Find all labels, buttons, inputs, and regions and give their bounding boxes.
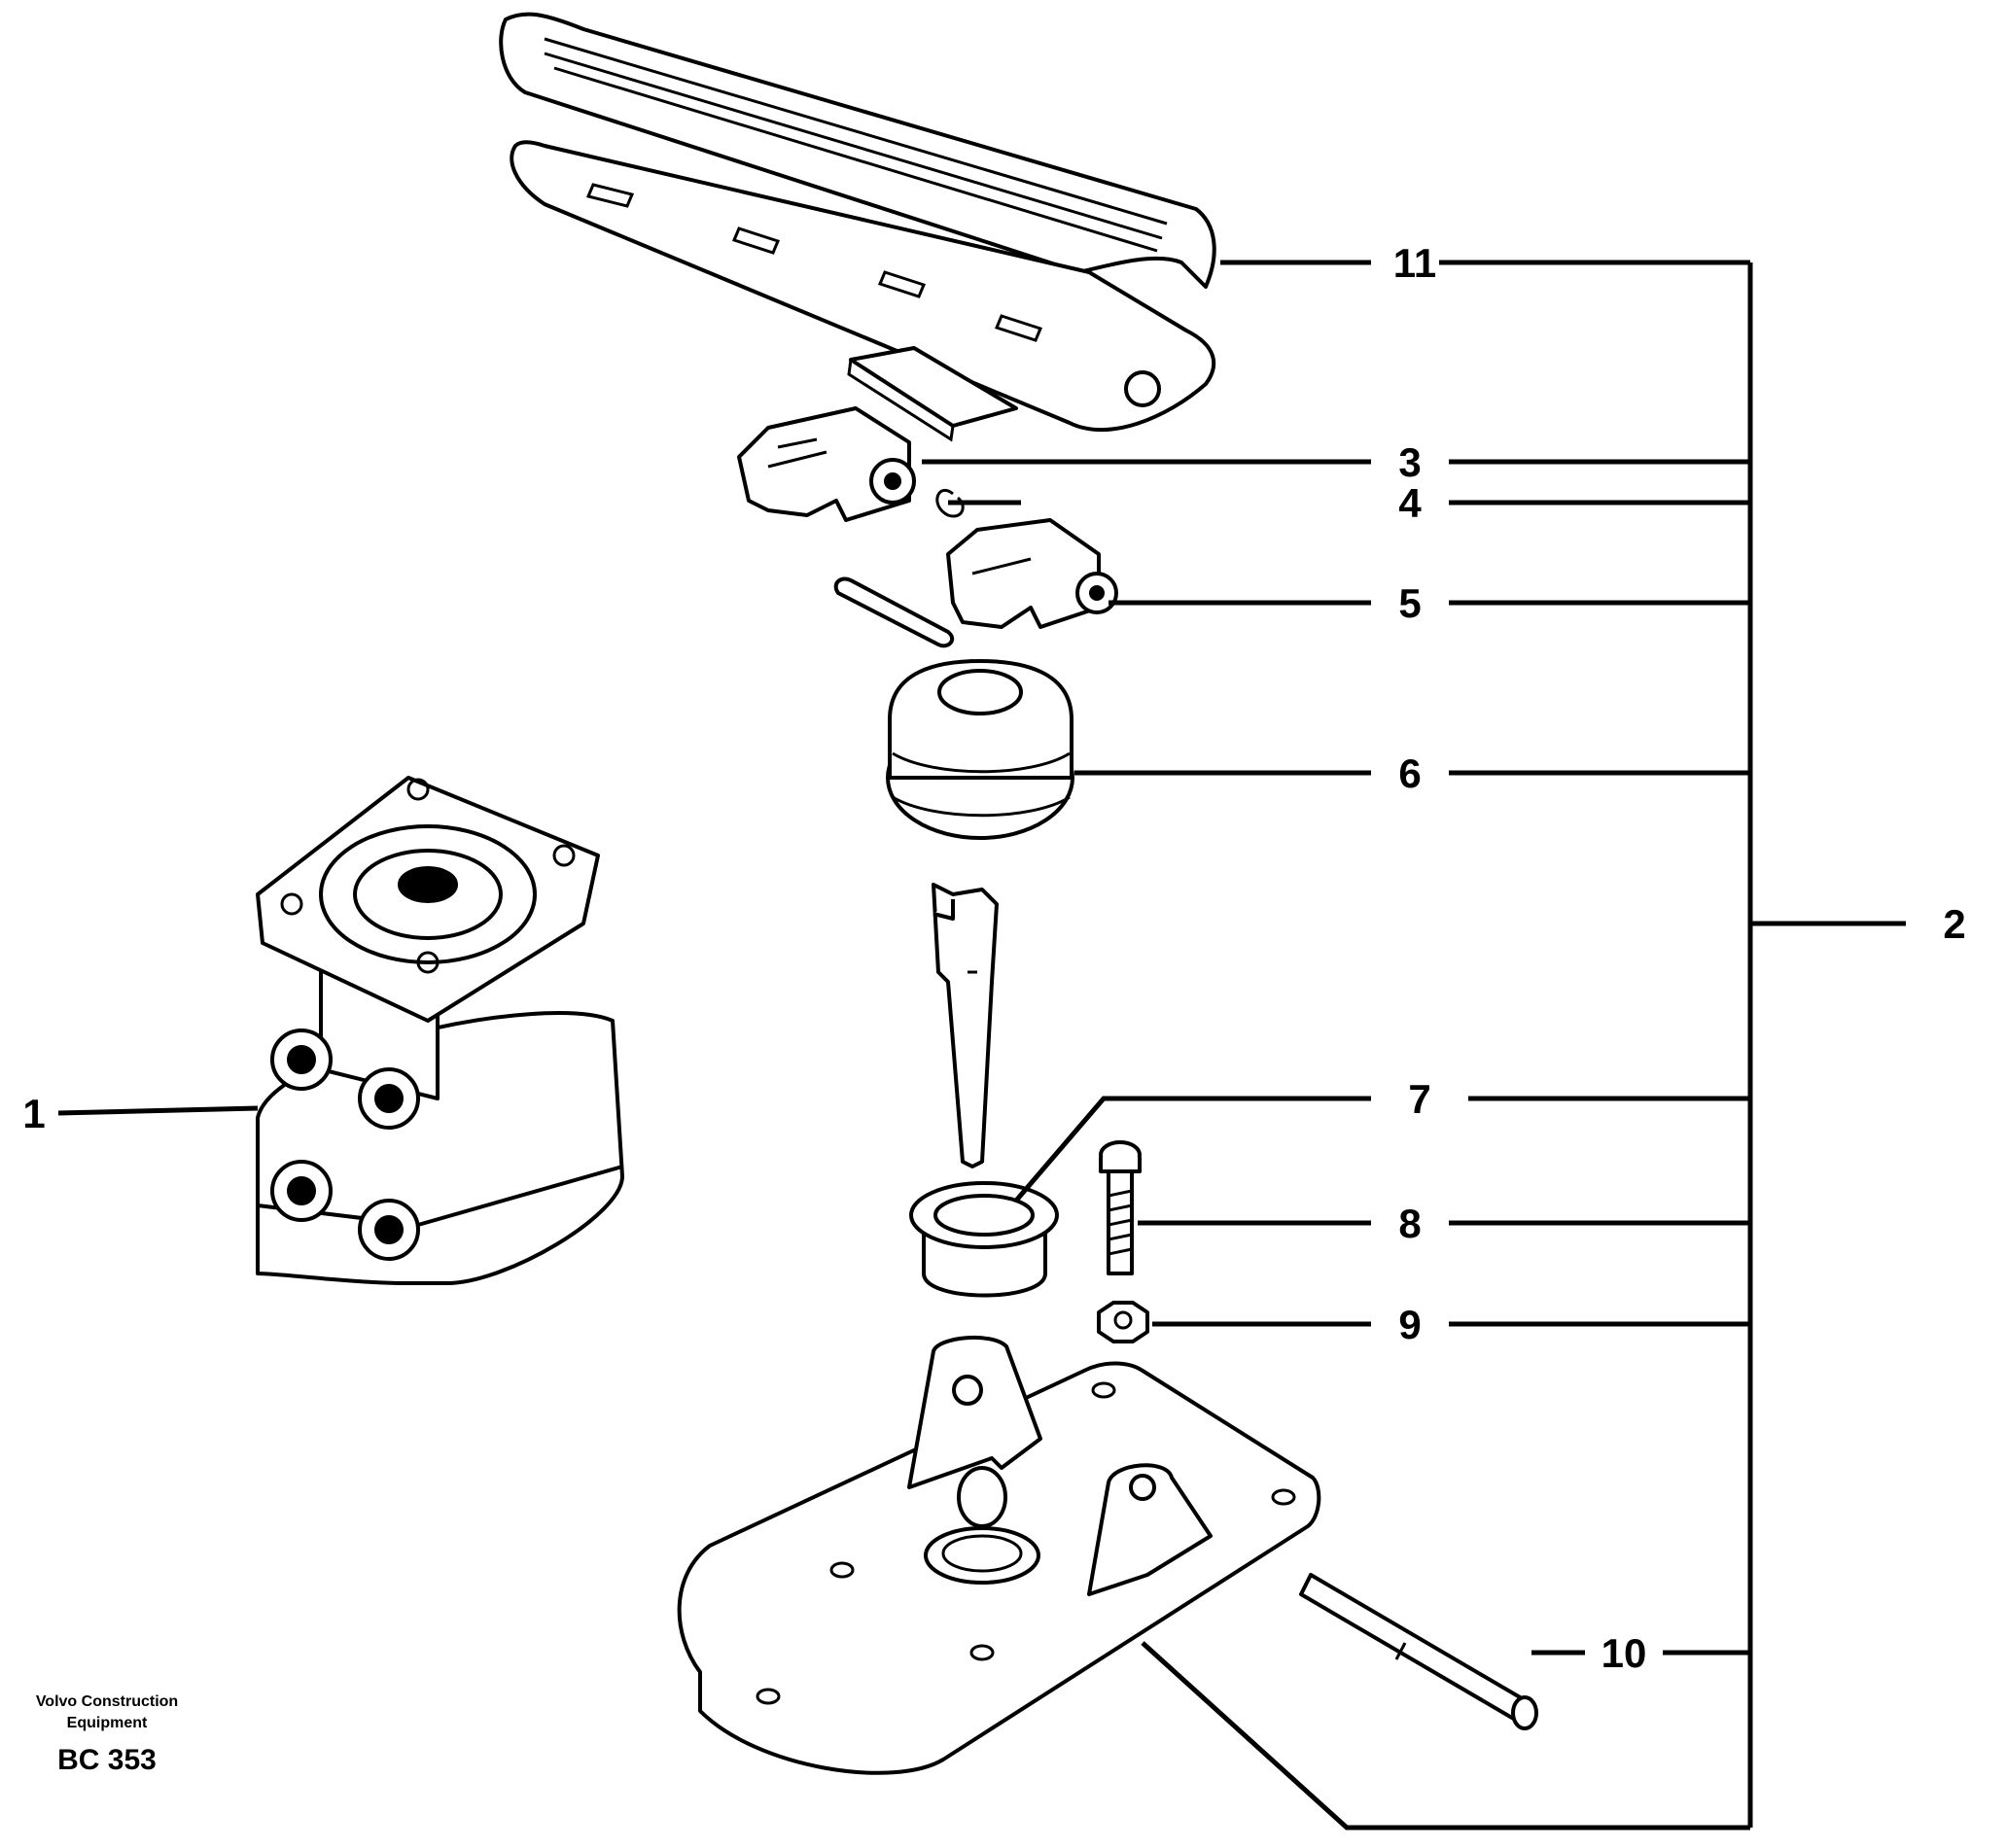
diagram-code: BC 353 (57, 1744, 157, 1776)
callout-1: 1 (22, 1091, 45, 1136)
callout-8: 8 (1398, 1201, 1421, 1246)
callout-9: 9 (1398, 1302, 1421, 1347)
callout-4: 4 (1398, 480, 1422, 526)
brand-caption-line2: Equipment (67, 1715, 148, 1731)
callout-3: 3 (1398, 439, 1421, 485)
pedal-part-11 (499, 12, 1216, 433)
brand-caption-line1: Volvo Construction (36, 1693, 178, 1710)
bolt-part-8 (1099, 1140, 1142, 1275)
callout-6: 6 (1398, 750, 1421, 796)
brake-valve-part-1 (256, 776, 624, 1285)
hinge-bracket-part-3 (737, 406, 916, 522)
callout-5: 5 (1398, 580, 1421, 626)
callout-7: 7 (1408, 1076, 1430, 1122)
base-plate (677, 1335, 1321, 1775)
callout-11: 11 (1393, 240, 1436, 286)
bushing-part-7 (909, 1181, 1059, 1298)
nut-part-9 (1097, 1301, 1149, 1343)
plunger (932, 883, 999, 1168)
callout-2: 2 (1943, 901, 1965, 947)
shaft-part-10 (1299, 1573, 1538, 1730)
circlip-part-4 (935, 488, 1021, 518)
callout-10: 10 (1601, 1630, 1647, 1676)
rubber-boot-part-6 (886, 659, 1074, 840)
leader-lines (57, 260, 1906, 1831)
hinge-bracket-part-5 (833, 518, 1118, 648)
pedal-pad (847, 346, 1018, 442)
